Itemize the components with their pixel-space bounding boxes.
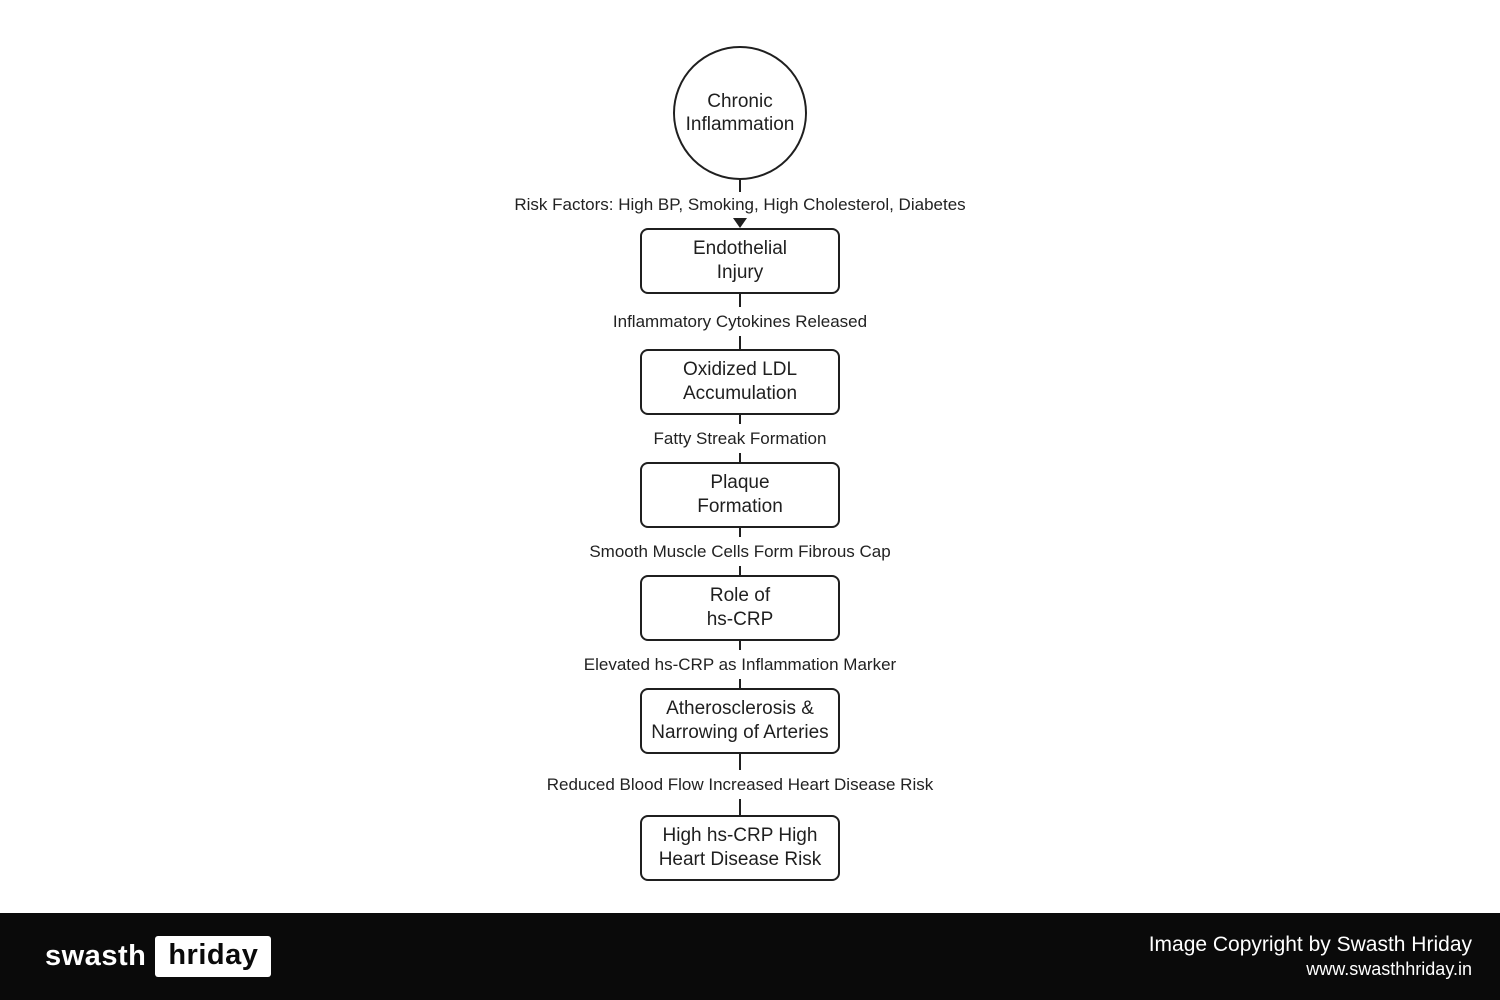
flow-step: Elevated hs-CRP as Inflammation Marker A…: [584, 641, 896, 754]
connector-line: [739, 415, 741, 424]
node-label-line1: Plaque: [710, 472, 770, 493]
start-node-chronic-inflammation: Chronic Inflammation: [673, 46, 807, 180]
node-high-hs-crp-risk: High hs-CRP High Heart Disease Risk: [640, 815, 840, 881]
edge-label: Smooth Muscle Cells Form Fibrous Cap: [589, 542, 891, 561]
flow-step: Risk Factors: High BP, Smoking, High Cho…: [514, 180, 966, 294]
node-label-line1: Role of: [709, 585, 771, 606]
node-label-line2: Accumulation: [682, 383, 798, 404]
arrow-down-icon: [732, 218, 747, 228]
node-label-line1: High hs-CRP High: [662, 825, 818, 846]
node-endothelial-injury: Endothelial Injury: [639, 228, 840, 294]
logo-text-hriday: hriday: [168, 939, 259, 971]
connector-line: [739, 528, 741, 537]
node-role-of-hs-crp: Role of hs-CRP: [640, 575, 840, 641]
edge-label: Inflammatory Cytokines Released: [612, 312, 868, 331]
edge-label: Elevated hs-CRP as Inflammation Marker: [583, 655, 897, 674]
edge-label: Risk Factors: High BP, Smoking, High Cho…: [514, 195, 966, 214]
connector-line: [738, 336, 741, 349]
connector-line: [738, 294, 741, 307]
node-atherosclerosis-narrowing: Atherosclerosis & Narrowing of Arteries: [639, 688, 840, 754]
node-label-line1: Atherosclerosis &: [666, 698, 814, 719]
node-label-line2: Injury: [716, 262, 764, 283]
footer-bar: swasth hriday Image Copyright by Swasth …: [0, 913, 1500, 1000]
node-oxidized-ldl-accumulation: Oxidized LDL Accumulation: [639, 349, 840, 415]
footer-copyright-block: Image Copyright by Swasth Hriday www.swa…: [1149, 932, 1472, 981]
connector-line: [739, 754, 741, 770]
node-label-line1: Endothelial: [692, 238, 787, 259]
node-label-line2: Heart Disease Risk: [658, 849, 822, 870]
flow-step: Inflammatory Cytokines Released Oxidized…: [613, 294, 867, 415]
connector-line: [738, 679, 741, 688]
node-label-line1: Oxidized LDL: [682, 359, 798, 380]
connector-line: [738, 641, 741, 650]
flow-step: Smooth Muscle Cells Form Fibrous Cap Rol…: [589, 528, 891, 641]
flow-step: Reduced Blood Flow Increased Heart Disea…: [547, 754, 933, 881]
flow-step: Fatty Streak Formation Plaque Formation: [640, 415, 840, 528]
node-label-line2: Narrowing of Arteries: [651, 722, 829, 743]
logo-text-swasth: swasth: [45, 940, 147, 972]
node-plaque-formation: Plaque Formation: [640, 462, 840, 528]
website-text: www.swasthhriday.in: [1306, 959, 1472, 979]
connector-line: [739, 799, 741, 815]
connector-line: [738, 180, 741, 192]
start-node-label-line2: Inflammation: [685, 114, 795, 135]
node-label-line2: Formation: [697, 496, 783, 517]
brand-logo: swasth hriday: [45, 936, 272, 977]
node-label-line2: hs-CRP: [706, 609, 774, 630]
start-node-label-line1: Chronic: [707, 91, 773, 112]
copyright-text: Image Copyright by Swasth Hriday: [1148, 933, 1472, 956]
edge-label: Reduced Blood Flow Increased Heart Disea…: [546, 775, 934, 794]
connector-line: [739, 453, 741, 462]
logo-box-hriday: hriday: [155, 936, 272, 977]
edge-label: Fatty Streak Formation: [653, 429, 827, 448]
flowchart: Chronic Inflammation Risk Factors: High …: [514, 46, 966, 881]
connector-line: [739, 566, 741, 575]
